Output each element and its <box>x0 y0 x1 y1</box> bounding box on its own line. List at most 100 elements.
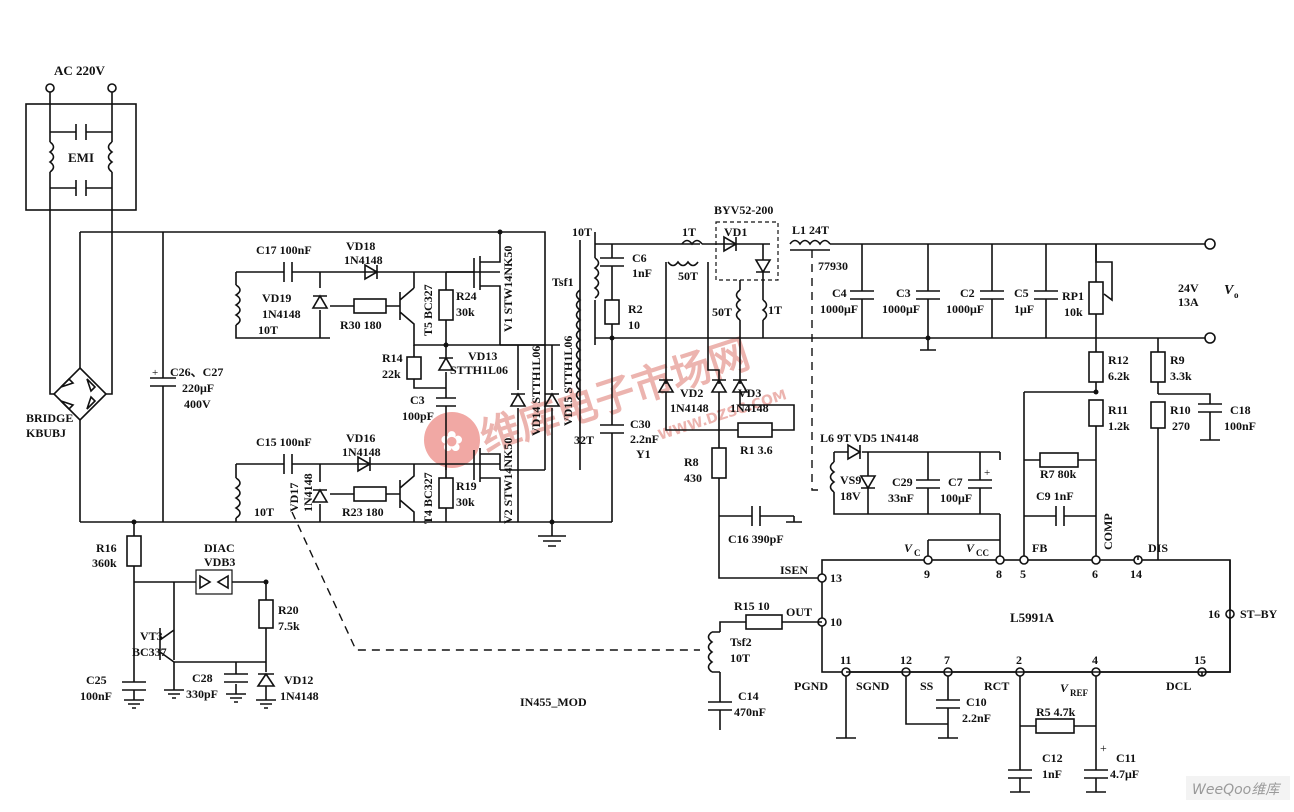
vs9-symbol <box>859 452 877 514</box>
vd13-value: STTH1L06 <box>450 363 508 377</box>
tsf1-turns-primary: 32T <box>574 433 594 447</box>
v2-mosfet <box>473 448 501 522</box>
divider-node <box>1093 389 1099 395</box>
r19-label: R19 <box>456 479 477 493</box>
bridge-diodes-icon <box>60 377 97 411</box>
pin-7-number: 7 <box>944 653 950 667</box>
pin-8 <box>995 555 1005 565</box>
r20-label: R20 <box>278 603 299 617</box>
vd15-symbol <box>543 392 561 407</box>
c26-voltage: 400V <box>184 397 211 411</box>
r12-label: R12 <box>1108 353 1129 367</box>
c5-symbol <box>1034 244 1058 338</box>
aux-winding-50t <box>735 289 742 321</box>
tsf1-label: Tsf1 <box>552 275 574 289</box>
c3-symbol <box>916 244 940 338</box>
r16-value: 360k <box>92 556 117 570</box>
vd3-value: 1N4148 <box>730 401 769 415</box>
startup-circuit: R16 360k DIAC VDB3 R20 7.5k VT3 BC337 C2… <box>80 519 587 709</box>
vd13-label: VD13 <box>468 349 497 363</box>
pin-8-number: 8 <box>996 567 1002 581</box>
vd15-label: VD15 STTH1L06 <box>561 336 575 426</box>
snubber-node <box>443 342 449 348</box>
aux-supply-wires <box>833 451 1000 515</box>
emi-inductor-l <box>48 141 55 173</box>
vo-subscript: o <box>1234 290 1239 300</box>
r11-label: R11 <box>1108 403 1128 417</box>
tsf2-turns: 10T <box>730 651 750 665</box>
r15-label: R15 10 <box>734 599 770 613</box>
r24-value: 30k <box>456 305 475 319</box>
vd18-symbol <box>364 263 379 281</box>
l1-inductor <box>789 239 831 246</box>
c15-label: C15 100nF <box>256 435 312 449</box>
sgnd-label: SGND <box>856 679 890 693</box>
c4-symbol <box>850 244 874 338</box>
vd2-value: 1N4148 <box>670 401 709 415</box>
rct-label: RCT <box>984 679 1009 693</box>
pin-15-number: 15 <box>1194 653 1206 667</box>
tsf2-leads <box>712 631 720 673</box>
r14-value: 22k <box>382 367 401 381</box>
c30-value: 2.2nF <box>630 432 659 446</box>
dis-network-wires <box>1157 338 1211 560</box>
upper-winding-leads <box>235 272 330 339</box>
aux-50t-label: 50T <box>712 305 732 319</box>
c14-symbol <box>708 701 732 730</box>
r30-label: R30 180 <box>340 318 382 332</box>
comp-label: COMP <box>1101 513 1115 550</box>
bulk-capacitor: + C26、C27 220μF 400V <box>150 232 223 522</box>
pin-6-number: 6 <box>1092 567 1098 581</box>
vd16-symbol <box>357 455 372 473</box>
vd14-symbol <box>509 392 527 407</box>
aux-coupling-line <box>811 250 822 491</box>
vd3-label: VD3 <box>738 386 761 400</box>
c3a-symbol <box>436 397 456 470</box>
stby-side-wire <box>1202 560 1231 673</box>
c6-symbol <box>600 244 624 338</box>
rp1-value: 10k <box>1064 305 1083 319</box>
upper-gate-drive: 10T C17 100nF VD18 1N4148 VD19 1N4148 R3… <box>234 229 515 345</box>
c28-symbol <box>224 673 248 683</box>
emi-inductor-n <box>107 141 114 173</box>
in455-label: IN455_MOD <box>520 695 587 709</box>
r7-symbol <box>1039 452 1079 468</box>
c25-symbol <box>122 632 146 700</box>
vc-label: V <box>904 541 913 555</box>
vt3-part: BC337 <box>132 645 167 659</box>
feedback-network: R12 6.2k R11 1.2k R7 80k C9 1nF R9 3.3k … <box>1023 338 1256 560</box>
r12-value: 6.2k <box>1108 369 1130 383</box>
r1-label: R1 3.6 <box>740 443 773 457</box>
aux-winding-leads <box>739 280 764 384</box>
lower-gate-drive: 10T C15 100nF VD16 1N4148 VD17 1N4148 R2… <box>234 431 545 524</box>
vd17-symbol <box>311 488 329 503</box>
pin-9 <box>923 555 933 565</box>
vref-subscript: REF <box>1070 688 1089 698</box>
r10-value: 270 <box>1172 419 1190 433</box>
bridge-part: KBUBJ <box>26 426 66 440</box>
isen-label: ISEN <box>780 563 808 577</box>
r16-symbol <box>126 535 142 567</box>
vref-label: V <box>1060 681 1069 695</box>
l6-winding <box>829 461 836 493</box>
footer-watermark-bg <box>1186 776 1290 800</box>
pin-13 <box>817 573 827 583</box>
c12-c11-symbols <box>1008 769 1108 793</box>
vd16-label: VD16 <box>346 431 375 445</box>
c30-label: C30 <box>630 417 651 431</box>
l1-label: L1 24T <box>792 223 829 237</box>
lower-winding-leads <box>235 463 500 522</box>
pin-11-number: 11 <box>840 653 851 667</box>
vo-label: V <box>1224 283 1235 298</box>
vd2-label: VD2 <box>680 386 703 400</box>
c6-value: 1nF <box>632 266 652 280</box>
rp1-label: RP1 <box>1062 289 1084 303</box>
l5991a-ic: L5991A 13 10 9 8 5 6 14 16 11 12 7 2 4 1… <box>780 513 1278 698</box>
r12-symbol <box>1088 351 1104 383</box>
rp1-wiper <box>1095 244 1113 302</box>
c28-value: 330pF <box>186 687 218 701</box>
c29-label: C29 <box>892 475 913 489</box>
vd5-symbol <box>847 443 862 461</box>
vd1-label: VD1 <box>724 225 747 239</box>
